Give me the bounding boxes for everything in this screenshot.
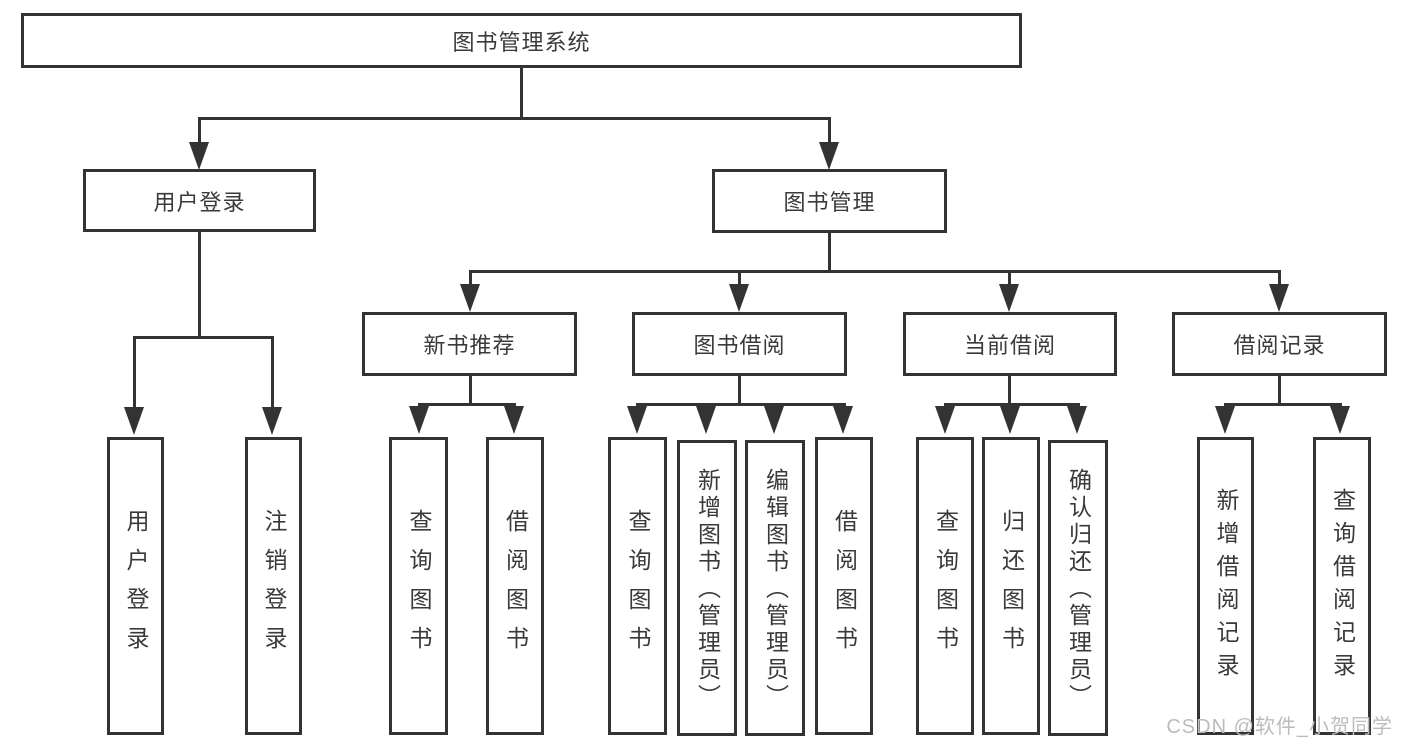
arrowhead-down-icon <box>189 142 209 170</box>
leaf-search-borrow-record-label: 查询借阅记录 <box>1329 488 1356 686</box>
leaf-logout: 注销登录 <box>245 437 302 735</box>
connector-user-login-drop <box>198 117 201 145</box>
node-root-label: 图书管理系统 <box>452 29 591 55</box>
node-current-borrow-label: 当前借阅 <box>963 333 1056 358</box>
leaf-user-login-label: 用户登录 <box>123 509 149 665</box>
node-root-library-system: 图书管理系统 <box>21 13 1022 68</box>
arrowhead-down-icon <box>409 406 429 434</box>
arrowhead-down-icon <box>1330 406 1350 434</box>
arrowhead-down-icon <box>1067 406 1087 434</box>
node-book-management-label: 图书管理 <box>783 190 876 215</box>
leaf-search-books: 查询图书 <box>389 437 448 735</box>
node-new-book-recommend-label: 新书推荐 <box>423 333 516 358</box>
leaf-borrow-books-label: 借阅图书 <box>502 509 529 665</box>
leaf-search-books-label: 查询图书 <box>406 509 432 665</box>
arrowhead-down-icon <box>729 284 749 312</box>
connector-root-stem <box>520 68 523 118</box>
connector-level3-drop <box>469 270 472 286</box>
node-borrow-records-label: 借阅记录 <box>1233 333 1326 358</box>
leaf-edit-books-admin-label: 编辑图书（管理员） <box>762 467 789 711</box>
arrowhead-down-icon <box>935 406 955 434</box>
leaf-return-books-label: 归还图书 <box>998 509 1025 665</box>
connector-user-login-stem <box>198 231 201 338</box>
arrowhead-down-icon <box>627 406 647 434</box>
connector-user-login-branch <box>133 336 274 339</box>
leaf-search-books: 查询图书 <box>608 437 667 735</box>
leaf-search-borrow-record: 查询借阅记录 <box>1313 437 1371 735</box>
connector-leaf-drop <box>271 336 274 408</box>
arrowhead-down-icon <box>1000 406 1020 434</box>
arrowhead-down-icon <box>819 142 839 170</box>
connector-level3-drop <box>1008 270 1011 286</box>
leaf-borrow-books-label: 借阅图书 <box>831 509 858 665</box>
leaf-search-books-label: 查询图书 <box>625 509 651 665</box>
leaf-edit-books-admin: 编辑图书（管理员） <box>745 440 805 736</box>
node-current-borrow: 当前借阅 <box>903 312 1117 376</box>
connector-book-mgmt-stem <box>828 233 831 273</box>
leaf-borrow-books: 借阅图书 <box>815 437 873 735</box>
leaf-search-books: 查询图书 <box>916 437 974 735</box>
arrowhead-down-icon <box>999 284 1019 312</box>
node-new-book-recommend: 新书推荐 <box>362 312 577 376</box>
connector-records-stem <box>1278 376 1281 406</box>
node-user-login-label: 用户登录 <box>153 189 246 215</box>
leaf-add-books-admin-label: 新增图书（管理员） <box>694 467 721 711</box>
arrowhead-down-icon <box>833 406 853 434</box>
connector-recommend-stem <box>469 376 472 406</box>
connector-records-branch <box>1224 403 1342 406</box>
connector-book-mgmt-drop <box>828 117 831 145</box>
node-book-borrow: 图书借阅 <box>632 312 847 376</box>
leaf-add-borrow-record: 新增借阅记录 <box>1197 437 1254 735</box>
arrowhead-down-icon <box>124 407 144 435</box>
connector-leaf-drop <box>133 336 136 408</box>
connector-current-branch <box>944 403 1080 406</box>
leaf-return-books: 归还图书 <box>982 437 1040 735</box>
node-book-management: 图书管理 <box>712 169 947 233</box>
leaf-borrow-books: 借阅图书 <box>486 437 544 735</box>
arrowhead-down-icon <box>764 406 784 434</box>
node-user-login: 用户登录 <box>83 169 316 232</box>
node-book-borrow-label: 图书借阅 <box>693 333 786 358</box>
connector-borrow-stem <box>738 376 741 406</box>
leaf-confirm-return-admin-label: 确认归还（管理员） <box>1065 467 1092 711</box>
arrowhead-down-icon <box>1269 284 1289 312</box>
arrowhead-down-icon <box>460 284 480 312</box>
connector-level3-drop <box>1278 270 1281 286</box>
connector-current-stem <box>1008 376 1011 406</box>
arrowhead-down-icon <box>696 406 716 434</box>
connector-level3-drop <box>738 270 741 286</box>
connector-recommend-branch <box>418 403 516 406</box>
arrowhead-down-icon <box>1215 406 1235 434</box>
leaf-add-borrow-record-label: 新增借阅记录 <box>1213 488 1239 686</box>
leaf-confirm-return-admin: 确认归还（管理员） <box>1048 440 1108 736</box>
node-borrow-records: 借阅记录 <box>1172 312 1387 376</box>
leaf-add-books-admin: 新增图书（管理员） <box>677 440 737 736</box>
csdn-watermark: CSDN @软件_小贺同学 <box>1166 716 1393 738</box>
leaf-logout-label: 注销登录 <box>261 509 287 665</box>
leaf-search-books-label: 查询图书 <box>932 509 959 665</box>
leaf-user-login: 用户登录 <box>107 437 164 735</box>
connector-borrow-branch <box>636 403 846 406</box>
arrowhead-down-icon <box>262 407 282 435</box>
connector-root-branch <box>198 117 831 120</box>
arrowhead-down-icon <box>504 406 524 434</box>
connector-book-mgmt-branch <box>469 270 1281 273</box>
